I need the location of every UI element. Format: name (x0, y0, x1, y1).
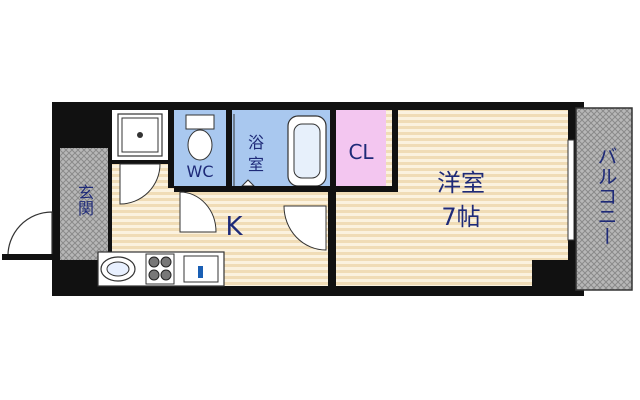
balcony (575, 107, 633, 291)
balcony-label: バルコニー (594, 146, 618, 246)
toilet-icon (185, 114, 215, 161)
western-room-size: 7帖 (441, 203, 481, 231)
bath-label: 浴 室 (236, 132, 276, 176)
bath-label-2: 室 (247, 155, 264, 174)
corridor-door (119, 163, 161, 205)
western-room-name: 洋室 (437, 169, 485, 197)
western-room-label: 洋室 7帖 (418, 166, 504, 234)
entrance-floor (60, 148, 108, 260)
kitchen-label: K (225, 212, 243, 242)
entrance-door (2, 211, 54, 260)
wc-door (179, 191, 217, 233)
stove-icon (145, 253, 175, 285)
entrance-label: 玄関 (75, 184, 94, 216)
wc-label: WC (186, 162, 214, 181)
room-door (283, 205, 327, 251)
closet-label: CL (348, 140, 374, 164)
bath-label-1: 浴 (247, 133, 264, 152)
